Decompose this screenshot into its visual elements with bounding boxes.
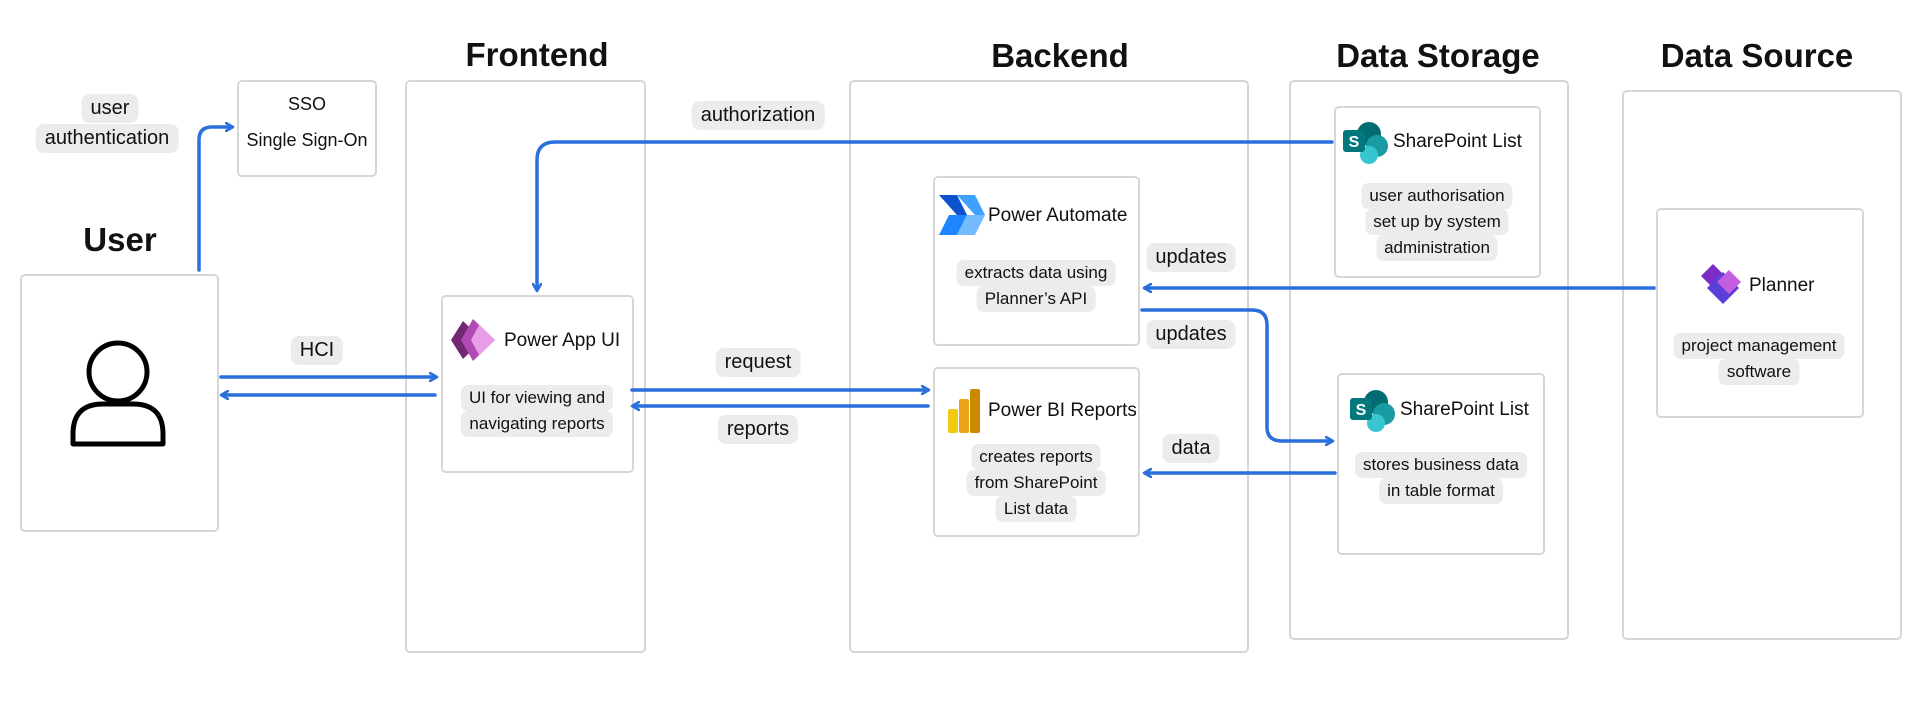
updates-out-arrow <box>1140 308 1332 441</box>
power-bi-desc-line1: creates reports <box>971 444 1101 470</box>
planner-title: Planner <box>1749 275 1815 296</box>
power-app-title: Power App UI <box>504 330 621 351</box>
frontend-heading: Frontend <box>465 36 609 73</box>
svg-text:S: S <box>1356 402 1367 419</box>
power-bi-icon <box>948 389 980 433</box>
sharepoint-data-desc: stores business data in table format <box>1355 452 1527 504</box>
sharepoint-data-title: SharePoint List <box>1400 399 1529 420</box>
power-app-desc-line2: navigating reports <box>461 411 613 437</box>
sharepoint-auth-title: SharePoint List <box>1393 131 1522 152</box>
power-app-desc-line1: UI for viewing and <box>460 385 614 411</box>
planner-desc-line2: software <box>1718 359 1800 385</box>
data-label: data <box>1162 434 1220 463</box>
power-bi-title: Power BI Reports <box>988 400 1137 421</box>
hci-label: HCI <box>290 336 344 365</box>
sso-box <box>237 80 377 177</box>
sharepoint-data-desc-line1: stores business data <box>1355 452 1527 478</box>
power-automate-icon <box>939 195 985 235</box>
sharepoint-auth-desc: user authorisation set up by system admi… <box>1361 183 1513 261</box>
power-automate-title: Power Automate <box>988 205 1128 226</box>
power-bi-desc-line2: from SharePoint <box>966 470 1106 496</box>
user-icon <box>70 340 166 447</box>
updates-out-label: updates <box>1146 320 1236 349</box>
svg-text:S: S <box>1349 134 1360 151</box>
planner-desc-line1: project management <box>1673 333 1845 359</box>
sharepoint-data-desc-line2: in table format <box>1379 478 1503 504</box>
planner-icon <box>1701 264 1741 304</box>
power-bi-desc-line3: List data <box>995 496 1077 522</box>
planner-desc: project management software <box>1673 333 1845 385</box>
user-auth-label-line1: user <box>81 94 139 123</box>
request-label: request <box>715 348 801 377</box>
sharepoint-icon: S <box>1350 390 1395 432</box>
power-bi-desc: creates reports from SharePoint List dat… <box>966 444 1106 522</box>
user-to-sso-arrow <box>197 127 232 272</box>
sharepoint-auth-desc-line1: user authorisation <box>1361 183 1513 209</box>
backend-heading: Backend <box>991 37 1129 74</box>
power-automate-desc-line2: Planner’s API <box>976 286 1096 312</box>
user-auth-label-line2: authentication <box>35 124 179 153</box>
power-apps-icon <box>451 319 495 361</box>
power-automate-desc-line1: extracts data using <box>956 260 1116 286</box>
authorization-arrow <box>537 140 1334 290</box>
user-heading: User <box>83 221 157 258</box>
sso-title: SSO <box>287 94 327 114</box>
sso-subtitle: Single Sign-On <box>246 130 368 150</box>
updates-in-label: updates <box>1146 243 1236 272</box>
authorization-label: authorization <box>691 101 825 130</box>
sharepoint-auth-desc-line3: administration <box>1376 235 1498 261</box>
power-automate-desc: extracts data using Planner’s API <box>956 260 1116 312</box>
power-app-desc: UI for viewing and navigating reports <box>460 385 614 437</box>
data-source-heading: Data Source <box>1660 37 1854 74</box>
reports-label: reports <box>717 415 799 444</box>
sharepoint-icon: S <box>1343 122 1388 164</box>
sharepoint-auth-desc-line2: set up by system <box>1365 209 1509 235</box>
data-storage-heading: Data Storage <box>1336 37 1540 74</box>
backend-section <box>849 80 1249 653</box>
